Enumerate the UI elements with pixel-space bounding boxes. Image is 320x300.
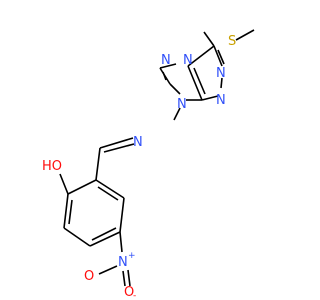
bond-nimine-ch-double	[103, 143, 135, 153]
bond-c2-c3-double	[68, 199, 73, 225]
bond-n4-n5	[159, 63, 177, 69]
molecule-structure: S N N N N N N HO N + O O -	[42, 29, 255, 300]
bond-n2-n1	[220, 77, 223, 89]
atom-s: S	[228, 34, 236, 49]
molecule-canvas: S N N N N N N HO N + O O -	[42, 29, 255, 300]
atom-n-ring-right-bottom: N	[216, 93, 226, 108]
bond-n1-c8a	[201, 95, 219, 101]
charge-nitro-minus: -	[133, 291, 136, 300]
bond-c5-nnitro	[119, 231, 123, 253]
atom-n-imine: N	[133, 135, 143, 150]
bond-n7-nimine	[173, 107, 181, 121]
bond-nnitro-o-top	[98, 265, 118, 275]
atom-n-ring-left-top: N	[161, 53, 171, 68]
bond-n4-c8a-double	[193, 67, 206, 95]
atom-n-ring-bridge: N	[183, 53, 193, 68]
bond-n5-c6-double	[162, 71, 167, 81]
bond-c3-c4	[63, 227, 91, 247]
atom-n-ring-left-bottom: N	[177, 97, 187, 112]
bond-nimine-ch	[99, 137, 134, 149]
bond-c3-n2-double	[217, 49, 225, 65]
bond-ch3-s	[235, 29, 255, 41]
bond-c2-c3	[63, 193, 69, 229]
bond-s-c3	[203, 31, 215, 47]
bond-c4-c5	[89, 231, 121, 247]
atom-n-nitro: N	[118, 255, 128, 270]
bond-c5-c6	[119, 197, 125, 233]
bond-c6-n7	[169, 83, 181, 95]
bond-c6-c1-double	[97, 186, 119, 201]
bond-c6-c1	[95, 179, 125, 199]
bond-c3-n2	[213, 45, 223, 67]
bond-c2-oh	[59, 173, 69, 195]
bond-nnitro-o-bottom-double	[122, 270, 126, 287]
bond-c4-c5-double	[91, 227, 117, 241]
atom-n-ring-right-top: N	[216, 66, 226, 81]
bond-ch-c1	[95, 147, 101, 181]
bond-c1-c2	[67, 179, 97, 195]
atom-o-nitro-bottom: O	[124, 285, 134, 300]
bond-n4-c8a	[187, 65, 203, 101]
atom-ho: HO	[42, 159, 62, 174]
charge-nitro-plus: +	[128, 251, 136, 261]
atom-o-nitro-left: O	[84, 269, 94, 284]
bond-c3-n4	[187, 45, 215, 67]
bond-nnitro-o-bottom	[127, 269, 131, 287]
